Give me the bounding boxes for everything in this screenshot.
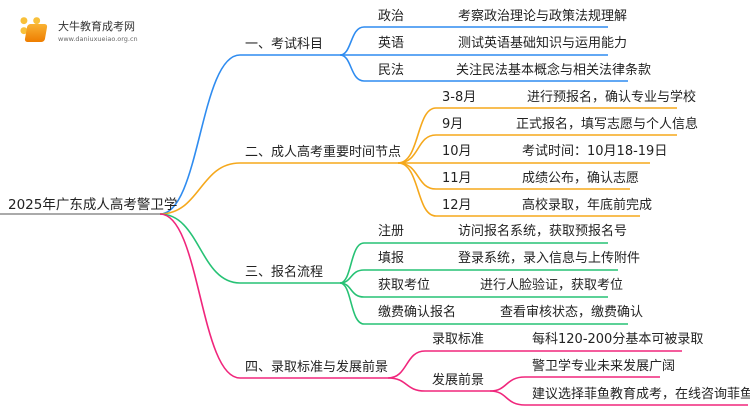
branch-timeline: 二、成人高考重要时间节点 — [245, 145, 402, 160]
leaf-desc: 关注民法基本概念与相关法律条款 — [456, 63, 652, 78]
leaf-label: 填报 — [378, 251, 405, 266]
leaf-label: 英语 — [378, 36, 405, 51]
leaf-label: 3-8月 — [442, 90, 477, 105]
leaf-label: 缴费确认报名 — [378, 305, 457, 320]
branch-subjects: 一、考试科目 — [245, 37, 324, 52]
leaf-desc: 建议选择菲鱼教育成考，在线咨询菲鱼老师 — [532, 387, 750, 402]
leaf-desc: 考察政治理论与政策法规理解 — [458, 9, 628, 24]
leaf-desc: 查看审核状态，缴费确认 — [500, 305, 644, 320]
leaf-label: 9月 — [442, 117, 464, 132]
leaf-label: 录取标准 — [432, 332, 485, 347]
leaf-label: 政治 — [378, 9, 405, 24]
leaf-label: 民法 — [378, 63, 405, 78]
leaf-desc: 正式报名，填写志愿与个人信息 — [516, 117, 699, 132]
leaf-desc: 成绩公布，确认志愿 — [522, 171, 640, 186]
leaf-label: 10月 — [442, 144, 472, 159]
branch-1-lines — [159, 26, 628, 215]
logo-name: 大牛教育成考网 — [58, 20, 135, 33]
leaf-desc: 进行预报名，确认专业与学校 — [527, 90, 697, 105]
logo: ● ● ● ● 大牛教育成考网 www.daniuxueiao.org.cn — [18, 14, 178, 48]
branch-process: 三、报名流程 — [245, 265, 324, 280]
leaf-label: 11月 — [442, 171, 472, 186]
leaf-label: 发展前景 — [432, 373, 485, 388]
root-topic: 2025年广东成人高考警卫学 — [8, 197, 178, 213]
leaf-desc: 每科120-200分基本可被录取 — [532, 332, 704, 347]
leaf-label: 获取考位 — [378, 278, 431, 293]
logo-url: www.daniuxueiao.org.cn — [58, 35, 138, 43]
leaf-desc: 登录系统，录入信息与上传附件 — [458, 251, 641, 266]
leaf-desc: 警卫学专业未来发展广阔 — [532, 359, 676, 374]
leaf-desc: 高校录取，年底前完成 — [522, 198, 653, 213]
leaf-label: 12月 — [442, 198, 472, 213]
leaf-desc: 进行人脸验证，获取考位 — [480, 278, 624, 293]
leaf-label: 注册 — [378, 224, 405, 239]
leaf-desc: 考试时间：10月18-19日 — [522, 144, 668, 159]
branch-3-lines — [159, 213, 628, 325]
branch-4-lines — [159, 213, 748, 406]
leaf-desc: 测试英语基础知识与运用能力 — [458, 36, 628, 51]
branch-2-lines — [159, 107, 677, 217]
branch-admission: 四、录取标准与发展前景 — [245, 360, 389, 375]
leaf-desc: 访问报名系统，获取预报名号 — [458, 224, 628, 239]
